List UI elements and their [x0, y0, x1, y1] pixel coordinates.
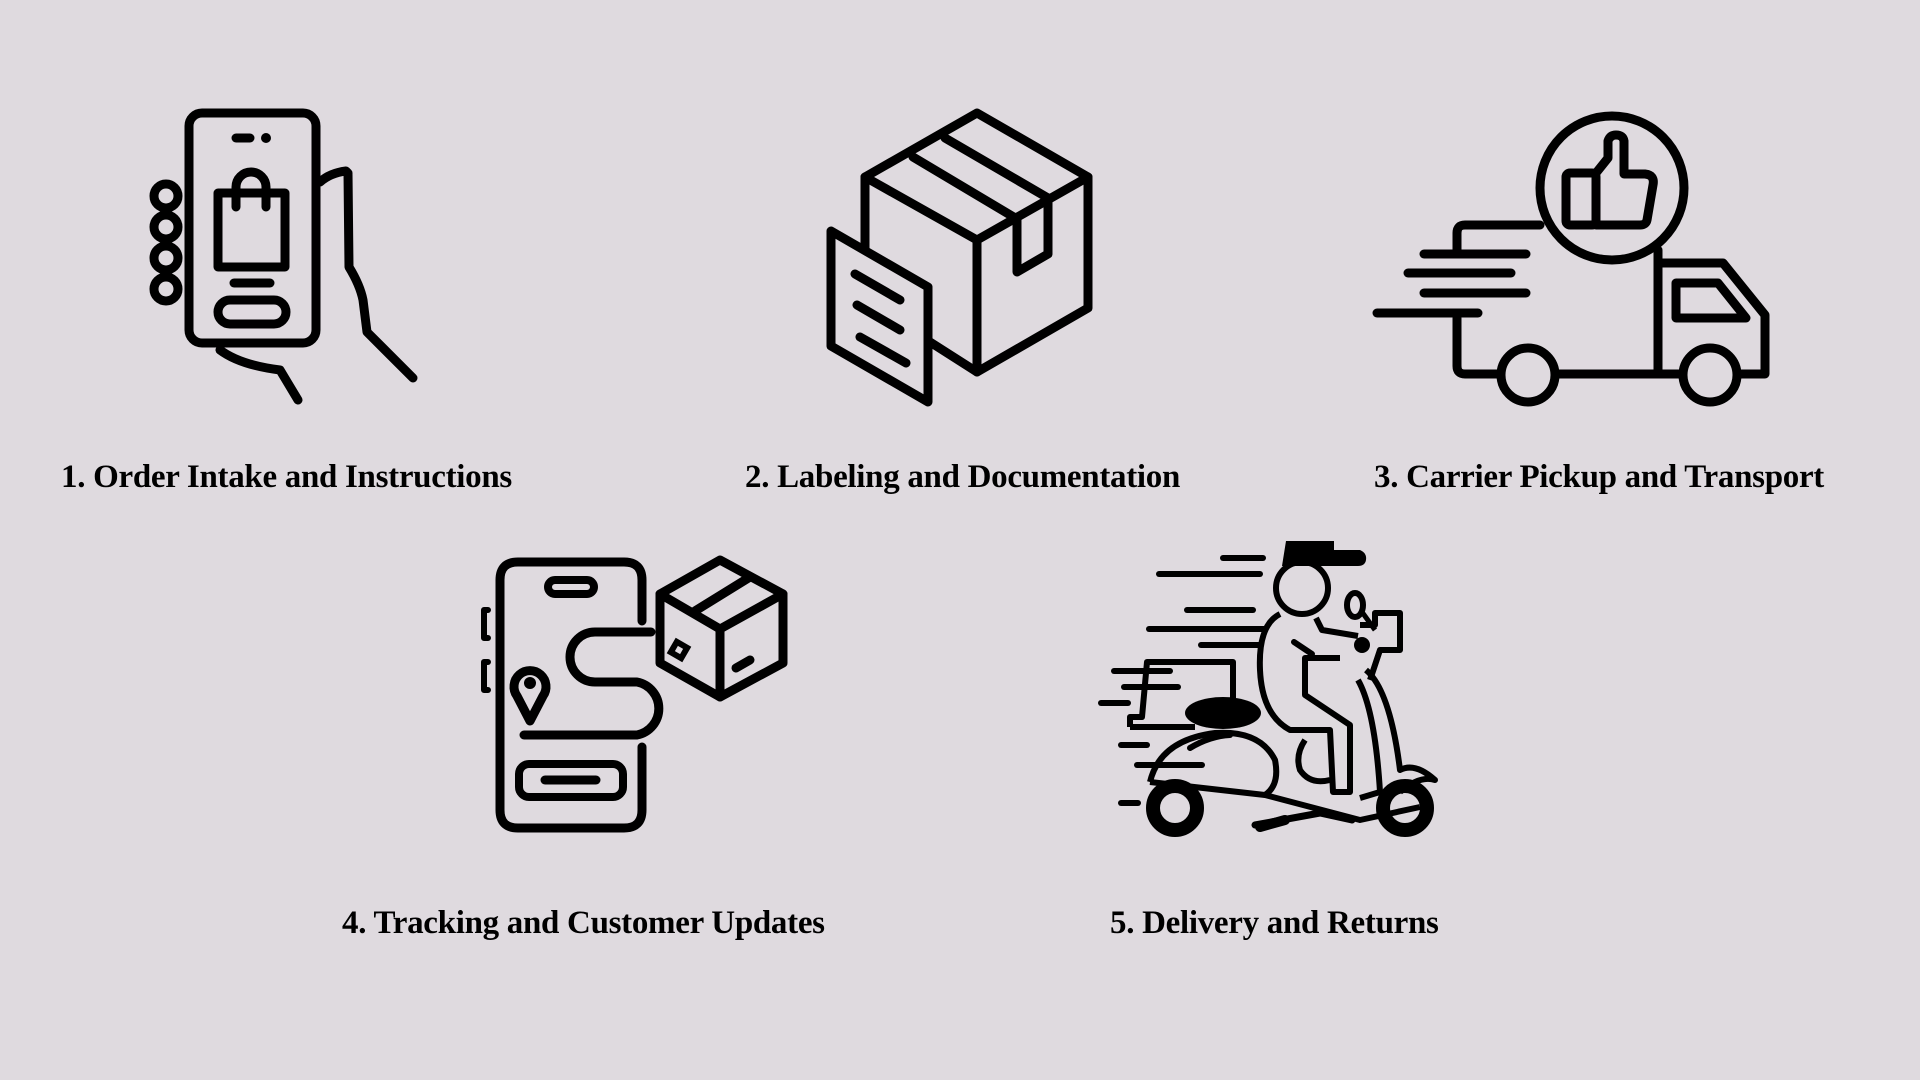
step-2-package-box-document-icon: [800, 90, 1140, 430]
step-1-hand-phone-shopping-bag-icon: [130, 95, 430, 415]
step-2-label: 2. Labeling and Documentation: [745, 459, 1181, 495]
step-5-label: 5. Delivery and Returns: [1110, 905, 1439, 941]
step-4-label: 4. Tracking and Customer Updates: [342, 905, 825, 941]
step-4-phone-route-package-icon: [460, 540, 800, 840]
step-3-delivery-truck-thumbs-up-icon: [1360, 100, 1780, 420]
step-3-label: 3. Carrier Pickup and Transport: [1374, 459, 1824, 495]
step-5-delivery-scooter-rider-icon: [1090, 530, 1450, 860]
step-1-label: 1. Order Intake and Instructions: [61, 459, 512, 495]
